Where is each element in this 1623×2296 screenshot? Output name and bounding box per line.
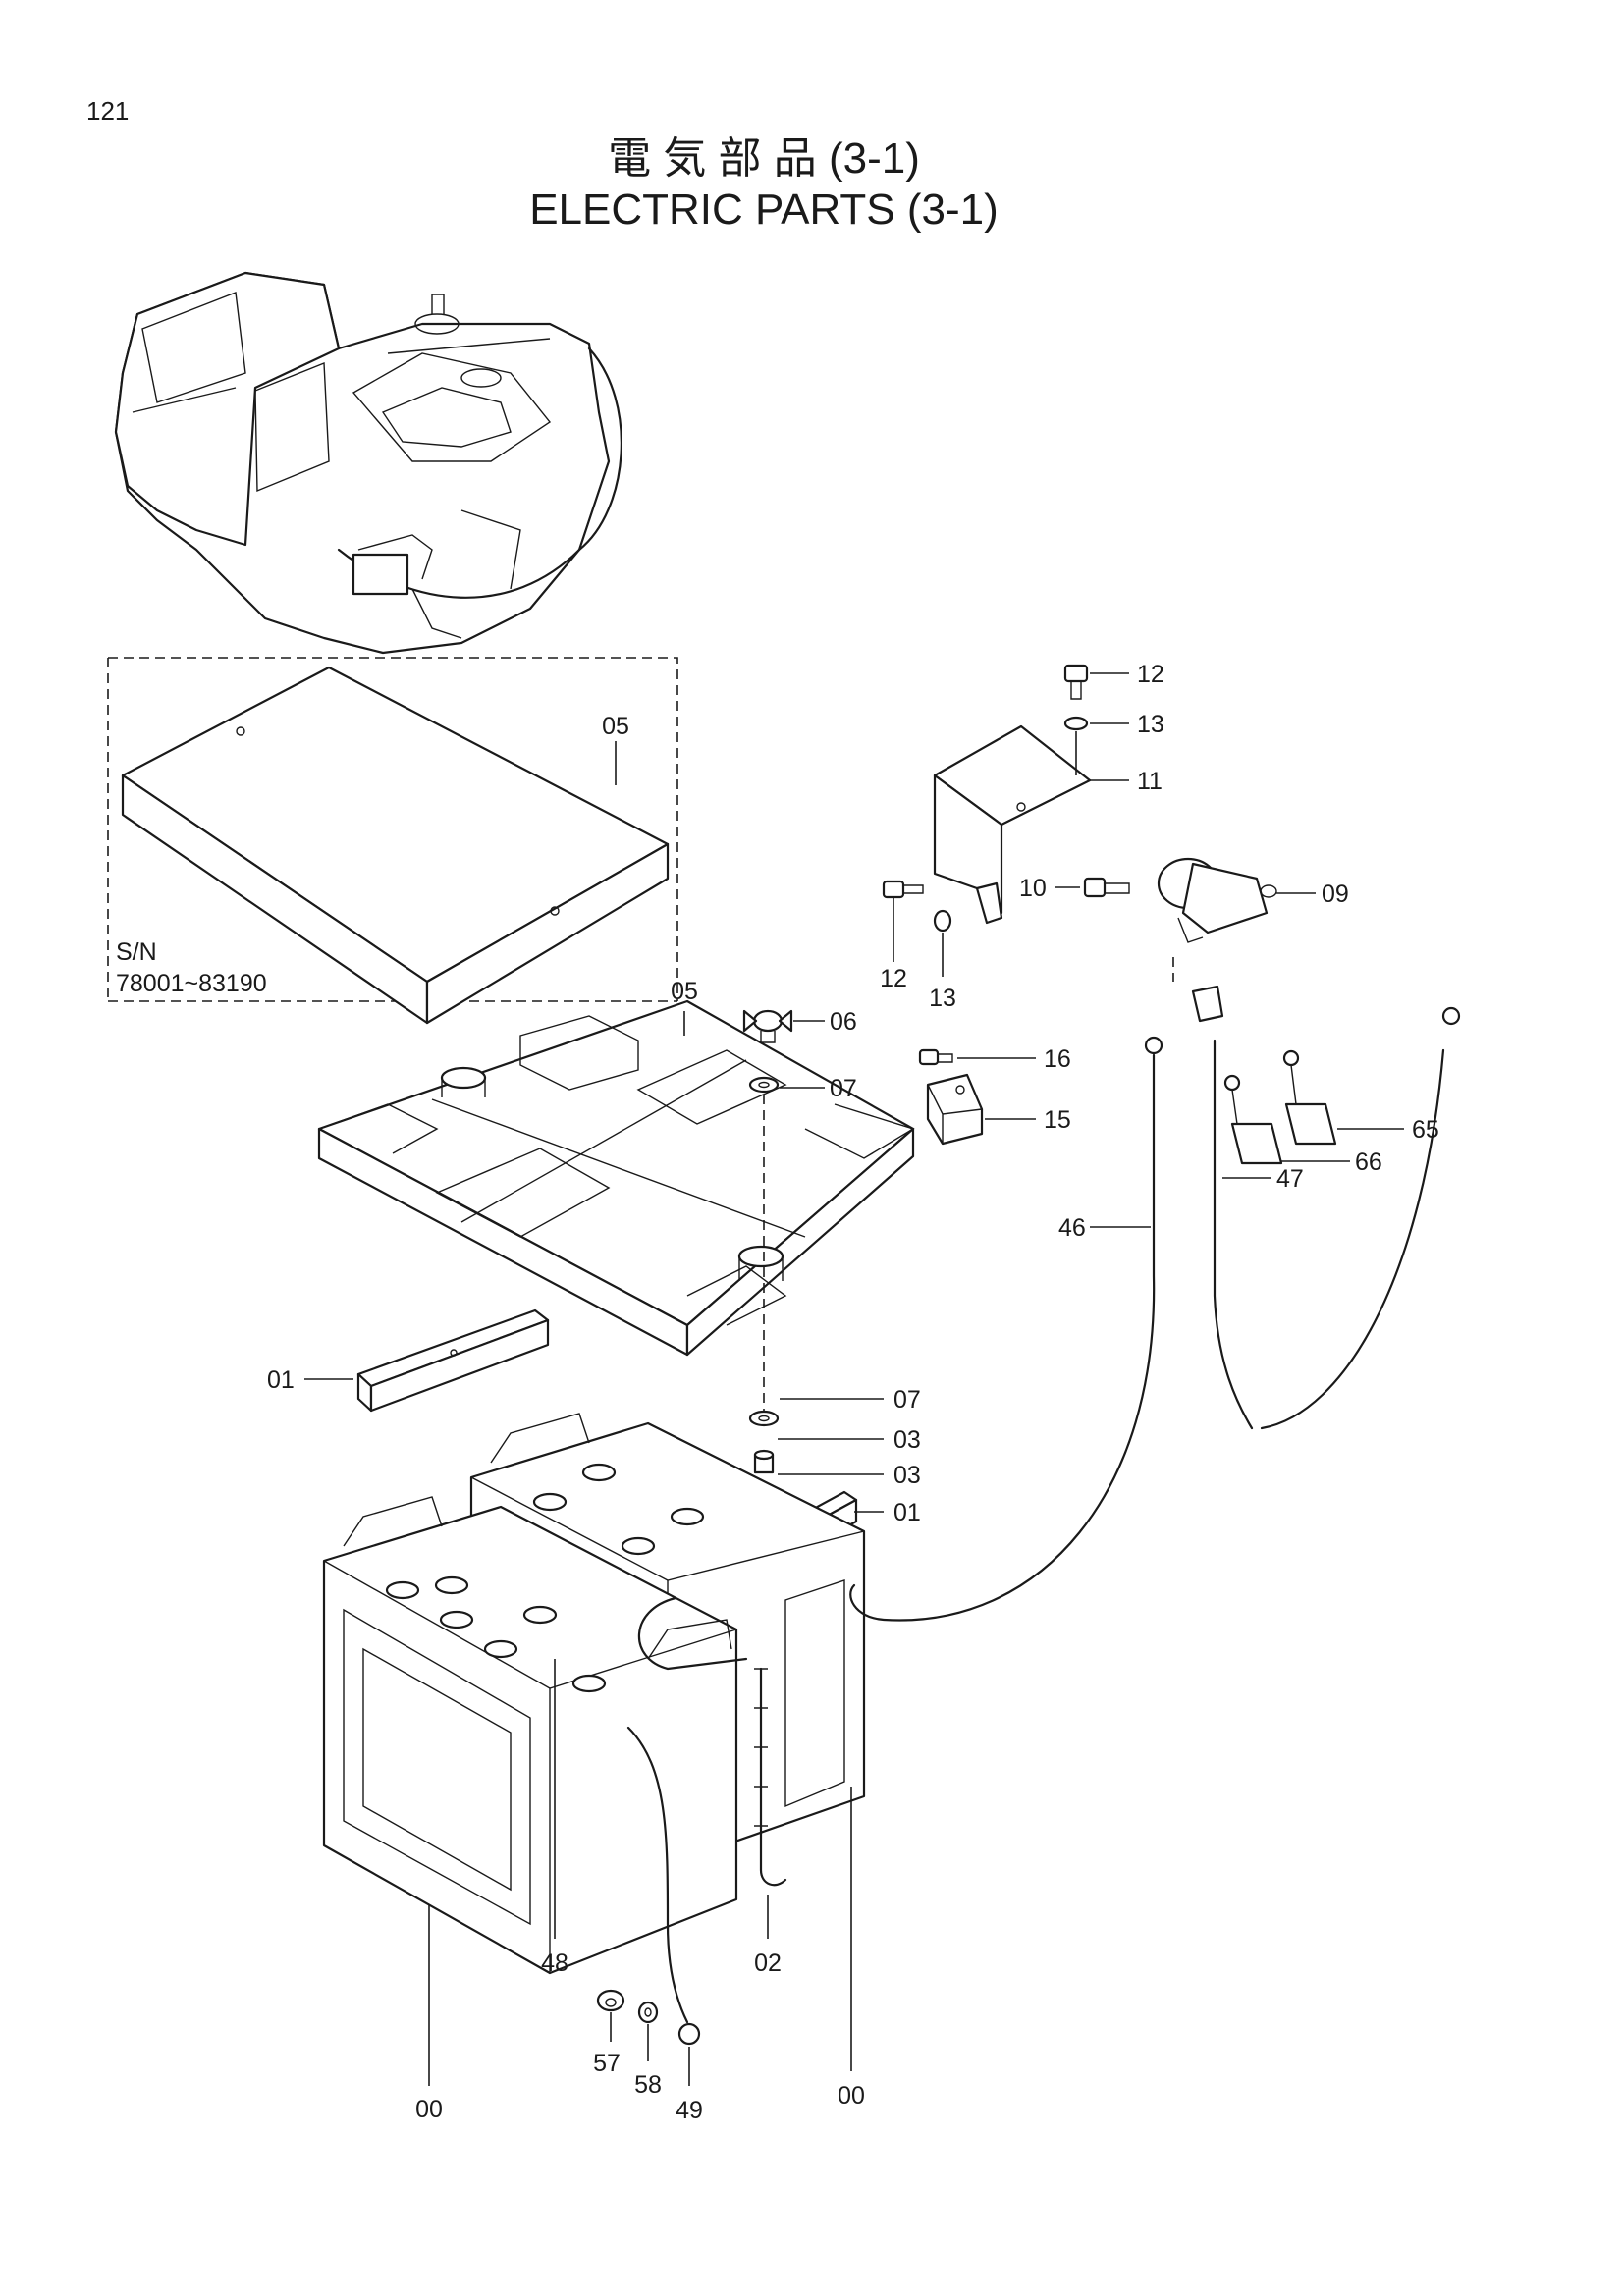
part-01-hold-down-bar-left (356, 1308, 550, 1413)
callout-13-low: 13 (929, 985, 956, 1012)
callout-03-b: 03 (893, 1462, 921, 1489)
part-11-bracket (933, 724, 1092, 925)
part-12-bolt-top (1063, 664, 1089, 700)
part-46-cable (849, 1036, 1163, 1622)
part-48-jumper-cable (637, 1596, 748, 1671)
relay-terminal-boot (1191, 985, 1224, 1023)
callout-15: 15 (1044, 1106, 1071, 1134)
callout-49: 49 (676, 2097, 703, 2124)
callout-01-left: 01 (267, 1366, 295, 1394)
part-05-tray-inset (121, 666, 670, 1025)
callout-46: 46 (1058, 1214, 1086, 1242)
excavator-overview-illustration (114, 271, 622, 655)
part-15-relay-module (926, 1073, 984, 1146)
part-10-bolt (1083, 877, 1130, 898)
callout-48: 48 (541, 1949, 568, 1977)
part-65-connector (1282, 1049, 1337, 1146)
part-02-ground-strap (754, 1667, 787, 1887)
callout-07-mid: 07 (893, 1386, 921, 1414)
callout-07-top: 07 (830, 1075, 857, 1102)
part-03-nut-a (753, 1449, 775, 1474)
callout-16: 16 (1044, 1045, 1071, 1073)
callout-47: 47 (1276, 1165, 1304, 1193)
callout-00-left: 00 (415, 2096, 443, 2123)
callout-12-low: 12 (880, 965, 907, 992)
callout-00-right: 00 (838, 2082, 865, 2109)
callout-12-top: 12 (1137, 661, 1164, 688)
serial-range: 78001~83190 (116, 970, 267, 997)
page-number: 121 (86, 96, 129, 126)
page-title-en: ELECTRIC PARTS (3-1) (529, 186, 999, 234)
callout-01-right: 01 (893, 1499, 921, 1526)
callout-58: 58 (634, 2071, 662, 2099)
part-16-screw (918, 1048, 953, 1066)
page-title-jp: 電 気 部 品 (3-1) (608, 134, 920, 183)
callout-10: 10 (1019, 875, 1047, 902)
callout-05-inset: 05 (602, 713, 629, 740)
callout-02: 02 (754, 1949, 782, 1977)
callout-03-a: 03 (893, 1426, 921, 1454)
callout-06: 06 (830, 1008, 857, 1036)
part-47-cable (1213, 1006, 1461, 1430)
part-13-washer-low (933, 909, 952, 933)
serial-label: S/N (116, 938, 157, 966)
callout-66: 66 (1355, 1148, 1382, 1176)
callout-05-tray: 05 (671, 978, 698, 1005)
part-09-relay (1157, 857, 1277, 943)
part-58-washer (637, 2001, 659, 2024)
part-12-bolt-low (882, 880, 924, 899)
serial-inset-box: 05 S/N 78001~83190 (107, 657, 678, 1025)
part-06-wing-nut (742, 1009, 793, 1043)
callout-13-top: 13 (1137, 711, 1164, 738)
part-13-washer-top (1063, 716, 1089, 731)
part-05-battery-tray (317, 999, 915, 1357)
part-07-washer-top (748, 1076, 780, 1094)
callout-09: 09 (1322, 881, 1349, 908)
part-49-battery-cable (626, 1726, 701, 2046)
part-00-battery-front (322, 1496, 738, 1975)
callout-57: 57 (593, 2050, 621, 2077)
callout-11: 11 (1137, 768, 1163, 795)
callout-65: 65 (1412, 1116, 1439, 1144)
part-57-nut (596, 1989, 625, 2012)
part-07-washer-mid (748, 1410, 780, 1427)
part-66-connector (1223, 1074, 1283, 1165)
